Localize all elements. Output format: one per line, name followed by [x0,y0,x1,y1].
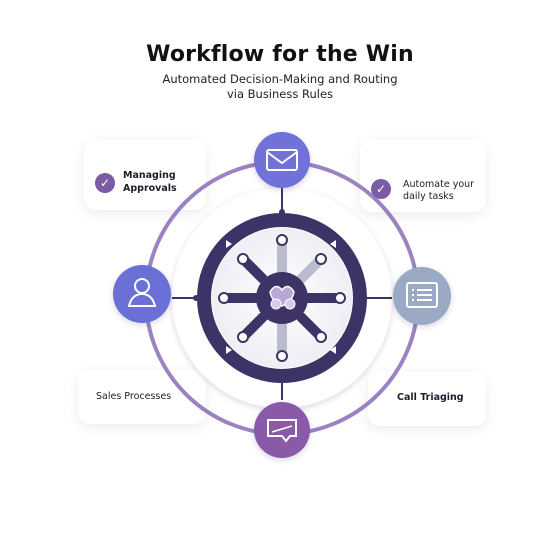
ring-arrows [226,240,336,354]
card-approvals-line1: Managing [123,170,176,181]
subtitle-line-2: via Business Rules [226,87,334,101]
subtitle-line-1: Automated Decision-Making and Routing [162,72,398,86]
checkmark-icon: ✓ [95,173,115,193]
card-sales-processes [78,370,206,424]
card-sales-label: Sales Processes [96,391,172,402]
spokes [218,234,346,362]
chat-bubble-icon [254,402,310,458]
envelope-icon [254,132,310,188]
checkmark-icon: ✓ [371,179,391,199]
list-icon [393,267,451,325]
user-icon [113,265,171,323]
flowers-icon [256,272,308,324]
page-title: Workflow for the Win [146,42,414,67]
card-automate-tasks [360,140,486,212]
card-approvals-line2: Approvals [123,183,177,194]
card-automate-line2: daily tasks [403,191,454,202]
card-triaging-label: Call Triaging [397,392,464,403]
card-automate-line1: Automate your [403,179,475,190]
dark-ring [197,213,367,383]
